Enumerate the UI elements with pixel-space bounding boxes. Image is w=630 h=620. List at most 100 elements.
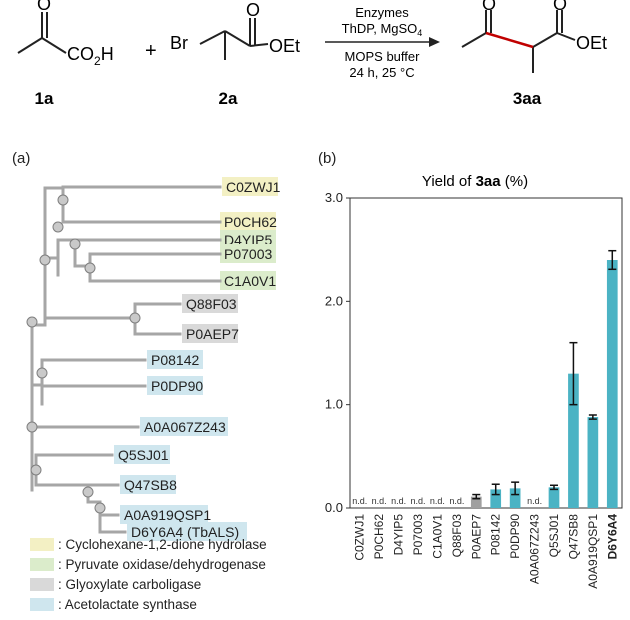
tree-leaf-highlight — [140, 417, 228, 436]
conditions-line1: Enzymes — [355, 5, 409, 20]
legend-label: : Glyoxylate carboligase — [58, 577, 201, 592]
bar-nd-label: n.d. — [372, 496, 387, 506]
bar-q47sb8 — [568, 373, 579, 508]
x-category-label: D6Y6A4 — [605, 514, 619, 560]
chart-title: Yield of 3aa (%) — [422, 173, 528, 190]
tree-leaf-label: C0ZWJ1 — [226, 179, 281, 195]
x-category-label: P0DP90 — [508, 514, 522, 559]
product-oet: OEt — [576, 33, 607, 53]
tree-nodes — [26, 194, 141, 514]
bar-nd-label: n.d. — [391, 496, 406, 506]
tree-leaf-label: Q5SJ01 — [118, 447, 169, 463]
conditions-line4: 24 h, 25 °C — [349, 65, 414, 80]
tree-leaf-highlight — [220, 244, 276, 263]
x-category-label: A0A919QSP1 — [586, 514, 600, 589]
product-3aa-label: 3aa — [513, 89, 542, 108]
tree-leaf-label: P07003 — [224, 246, 272, 262]
bar-p0dp90 — [509, 488, 521, 508]
tree-leaf-label: P0CH62 — [224, 214, 277, 230]
tree-leaf-highlight — [120, 505, 208, 524]
legend-swatch — [30, 598, 54, 611]
y-tick-label: 1.0 — [325, 397, 343, 412]
y-tick-label: 0.0 — [325, 500, 343, 515]
tree-node — [39, 254, 51, 266]
x-category-label: P0AEP7 — [469, 514, 483, 560]
group-legend: : Cyclohexane-1,2-dione hydrolase : Pyruv… — [30, 537, 267, 612]
bar-p0aep7 — [470, 496, 482, 508]
bar-nd-label: n.d. — [410, 496, 425, 506]
tree-leaf-highlight — [182, 294, 238, 313]
tree-leaf-label: Q88F03 — [186, 296, 237, 312]
x-category-label: C0ZWJ1 — [353, 514, 367, 561]
y-tick-label: 3.0 — [325, 190, 343, 205]
reactant-1a-oxygen: O — [37, 0, 51, 14]
legend-swatch — [30, 578, 54, 591]
legend-swatch — [30, 558, 54, 571]
bar-nd-label: n.d. — [430, 496, 445, 506]
reactant-2a-br: Br — [170, 33, 188, 53]
reactant-1a-label: 1a — [35, 89, 54, 108]
tree-leaf-label: Q47SB8 — [124, 477, 177, 493]
product-ester-oxygen: O — [553, 0, 567, 14]
bar-nd-label: n.d. — [352, 496, 367, 506]
x-category-label: Q88F03 — [450, 514, 464, 558]
tree-leaf-label: D6Y6A4 (TbALS) — [131, 524, 239, 540]
tree-node — [129, 312, 141, 324]
x-category-label: D4YIP5 — [392, 514, 406, 556]
bar-q5sj01 — [548, 487, 560, 508]
tree-leaf-highlight — [220, 212, 276, 231]
tree-node — [82, 486, 94, 498]
tree-node — [94, 502, 106, 514]
reactant-1a-formula: CO2H — [67, 44, 114, 68]
tree-leaf-highlight — [220, 271, 276, 290]
bar-p08142 — [490, 489, 502, 508]
legend-label: : Cyclohexane-1,2-dione hydrolase — [58, 537, 267, 552]
tree-leaf-label: A0A067Z243 — [144, 419, 226, 435]
bar-d6y6a4 — [606, 260, 618, 508]
tree-leaf-highlight — [114, 445, 170, 464]
legend-swatch — [30, 538, 54, 551]
tree-leaf-highlight — [127, 522, 247, 541]
tree-leaf-label: A0A919QSP1 — [124, 507, 211, 523]
bar-a0a919qsp1 — [587, 417, 599, 508]
x-category-label: C1A0V1 — [430, 514, 444, 559]
tree-leaf-highlight — [147, 350, 203, 369]
x-category-label: Q47SB8 — [566, 514, 580, 560]
x-category-label: P08142 — [489, 514, 503, 556]
panel-b-label: (b) — [318, 150, 337, 167]
tree-node — [57, 194, 69, 206]
tree-node — [26, 316, 38, 328]
reactant-2a-structure — [199, 18, 269, 60]
tree-leaf-highlight — [147, 376, 203, 395]
reactant-1a-structure — [17, 12, 67, 54]
product-3aa-structure — [461, 10, 576, 73]
x-category-label: Q5SJ01 — [547, 514, 561, 558]
legend-label: : Acetolactate synthase — [58, 597, 197, 612]
tree-node — [52, 221, 64, 233]
reactant-2a-oxygen: O — [246, 0, 260, 20]
yield-bar-chart: Yield of 3aa (%) 0.0 1.0 2.0 3.0 n.d. C0ZWJ1 n… — [325, 173, 623, 589]
tree-leaf-highlight — [222, 177, 278, 196]
tree-leaf-label: P0AEP7 — [186, 326, 239, 342]
reaction-arrowhead — [429, 37, 440, 47]
tree-leaf-highlight — [120, 475, 176, 494]
product-new-bond — [485, 31, 534, 49]
tree-node — [36, 367, 48, 379]
x-category-label: P0CH62 — [372, 514, 386, 560]
legend-label: : Pyruvate oxidase/dehydrogenase — [58, 557, 266, 572]
tree-leaf-label: P0DP90 — [151, 378, 203, 394]
tree-node — [26, 421, 38, 433]
product-ketone-oxygen: O — [482, 0, 496, 14]
tree-node — [69, 238, 81, 250]
tree-node — [84, 262, 96, 274]
tree-leaf-highlight — [182, 324, 238, 343]
bar-nd-label: n.d. — [449, 496, 464, 506]
tree-leaf-label: C1A0V1 — [224, 273, 276, 289]
y-tick-label: 2.0 — [325, 293, 343, 308]
tree-node — [30, 464, 42, 476]
bar-nd-label: n.d. — [527, 496, 542, 506]
reaction-scheme: O CO2H 1a + Br O OEt 2a Enzymes ThDP, Mg… — [17, 0, 607, 108]
plus-sign: + — [145, 40, 157, 62]
plot-frame — [349, 197, 623, 509]
phylogenetic-tree: C0ZWJ1P0CH62D4YIP5P07003C1A0V1Q88F03P0AE… — [26, 177, 281, 541]
